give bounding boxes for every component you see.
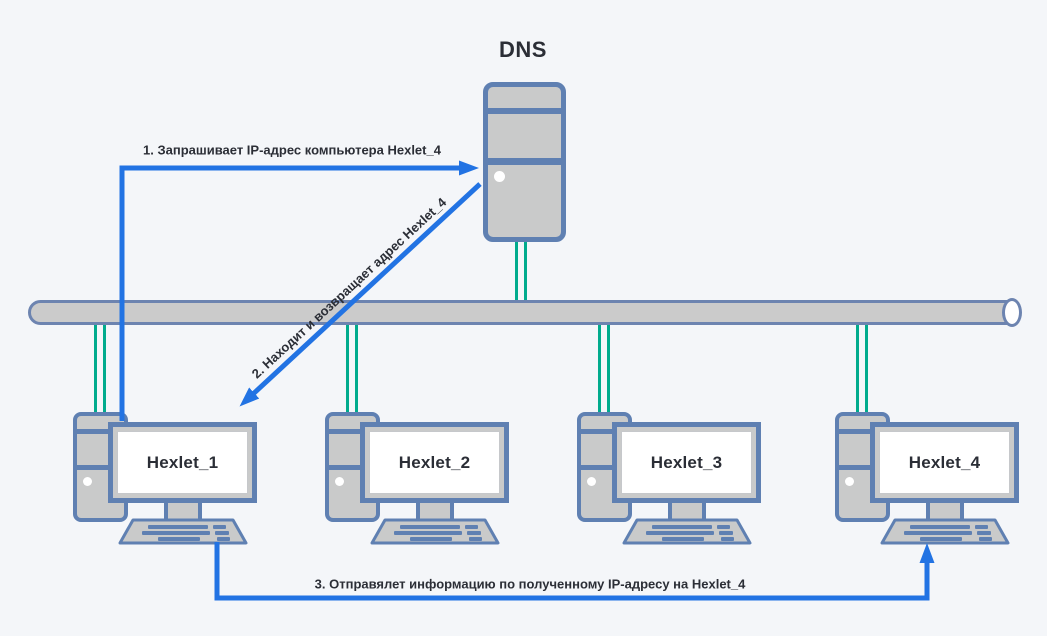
ethernet-bus [28,300,1012,325]
tower-divider [76,465,125,470]
power-led [845,477,854,486]
monitor: Hexlet_3 [612,422,761,503]
keyboard [118,518,248,545]
cable-bus-to-hexlet-1 [94,322,106,414]
cable-dns-to-bus [515,240,527,304]
power-led [83,477,92,486]
ethernet-bus-open-end [1002,298,1022,327]
tower-divider [838,429,887,434]
monitor-label: Hexlet_1 [117,431,248,494]
arrow-label-step-3: 3. Отправялет информацию по полученному … [314,576,746,592]
power-led [335,477,344,486]
keyboard [370,518,500,545]
monitor-label: Hexlet_4 [879,431,1010,494]
monitor: Hexlet_4 [870,422,1019,503]
arrow-label-step-1: 1. Запрашивает IP-адрес компьютера Hexle… [143,142,441,158]
monitor-stand [164,503,202,519]
tower-divider [580,465,629,470]
tower-divider [838,465,887,470]
tower-divider [580,429,629,434]
monitor: Hexlet_2 [360,422,509,503]
keyboard [622,518,752,545]
monitor-stand [926,503,964,519]
tower-divider [487,158,562,165]
monitor-stand [416,503,454,519]
monitor-label: Hexlet_2 [369,431,500,494]
workstation-hexlet-2: Hexlet_2 [324,406,576,552]
monitor-label: Hexlet_3 [621,431,752,494]
monitor: Hexlet_1 [108,422,257,503]
arrow-step-2 [239,182,482,407]
power-led [587,477,596,486]
tower-divider [487,108,562,114]
power-led [494,171,505,182]
arrow-step-1 [119,160,479,421]
workstation-hexlet-3: Hexlet_3 [576,406,828,552]
tower-divider [328,429,377,434]
workstation-hexlet-1: Hexlet_1 [72,406,324,552]
cable-bus-to-hexlet-4 [856,322,868,414]
dns-server-tower [483,82,566,242]
tower-divider [328,465,377,470]
keyboard [880,518,1010,545]
tower-divider [76,429,125,434]
workstation-hexlet-4: Hexlet_4 [834,406,1047,552]
dns-title: DNS [499,37,547,62]
cable-bus-to-hexlet-3 [598,322,610,414]
cable-bus-to-hexlet-2 [346,322,358,414]
monitor-stand [668,503,706,519]
